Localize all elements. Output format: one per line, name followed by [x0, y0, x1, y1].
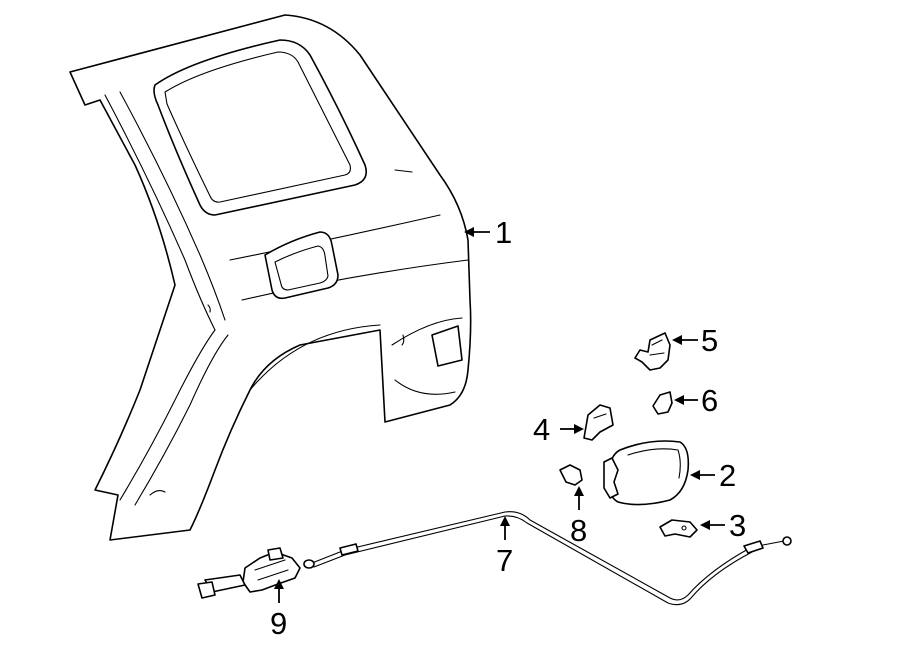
hinge-bracket: [659, 519, 698, 538]
callout-6-label: 6: [701, 383, 718, 418]
callout-1-label: 1: [495, 215, 512, 250]
callout-5: 5: [672, 323, 718, 358]
callout-6: 6: [674, 383, 718, 418]
release-cable: [303, 511, 792, 606]
fuel-door: [603, 440, 690, 506]
callout-9-label: 9: [270, 606, 287, 641]
callout-3-label: 3: [729, 508, 746, 543]
lock-assembly: [634, 332, 671, 371]
callout-2: 2: [690, 458, 736, 493]
clip: [652, 391, 673, 415]
hinge: [583, 404, 614, 441]
callout-3: 3: [700, 508, 746, 543]
callout-5-label: 5: [701, 323, 718, 358]
callout-7-label: 7: [496, 543, 513, 578]
callout-9: 9: [270, 579, 287, 641]
callout-2-label: 2: [719, 458, 736, 493]
callout-4-label: 4: [533, 412, 550, 447]
callout-7: 7: [496, 516, 513, 578]
callout-8: 8: [570, 486, 587, 548]
release-handle: [197, 547, 301, 599]
callout-8-label: 8: [570, 513, 587, 548]
quarter-panel: [69, 14, 472, 541]
callout-1: 1: [464, 215, 512, 250]
spring: [559, 464, 583, 486]
callout-4: 4: [533, 412, 584, 447]
